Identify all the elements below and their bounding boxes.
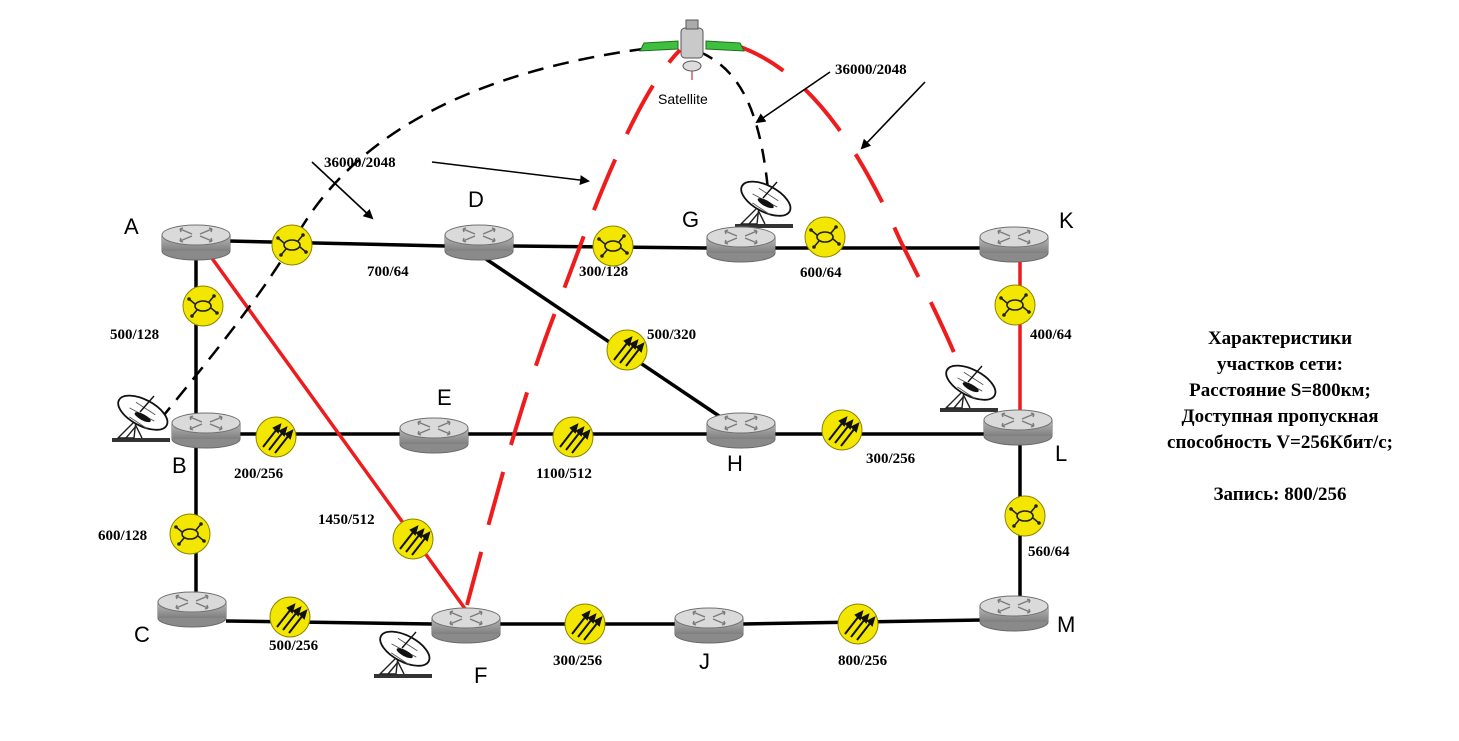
satellite-link-B	[159, 46, 651, 421]
link-label-F-J: 300/256	[553, 653, 603, 669]
satellite-icon	[639, 19, 745, 80]
satellite-link-label-right: 36000/2048	[835, 62, 907, 78]
router-L	[983, 409, 1053, 446]
link-labels: 700/64 300/128 600/64 500/128 400/64 500…	[98, 62, 1072, 669]
link-label-K-L: 400/64	[1030, 327, 1072, 343]
annotation-arrow-right-2	[860, 81, 926, 150]
panel-line	[1110, 456, 1450, 482]
router-B	[171, 412, 241, 449]
modem-icon	[804, 216, 846, 258]
annotation-arrows	[311, 71, 926, 220]
satellite-label: Satellite	[658, 91, 708, 107]
router-D	[444, 224, 514, 261]
router-E	[399, 417, 469, 454]
router-A	[161, 224, 231, 261]
link-A-D	[227, 239, 446, 248]
router-G	[706, 226, 776, 263]
arrows-icon	[392, 518, 434, 560]
node-label-A: A	[124, 214, 139, 239]
link-label-H-L: 300/256	[866, 451, 916, 467]
node-label-D: D	[468, 187, 484, 212]
link-label-A-B: 500/128	[110, 327, 159, 343]
link-label-A-F: 1450/512	[318, 512, 375, 528]
link-C-F	[225, 619, 433, 626]
panel-line: участков сети:	[1217, 354, 1343, 375]
network-links	[194, 239, 1022, 626]
link-label-C-F: 500/256	[269, 638, 319, 654]
router-H	[706, 412, 776, 449]
link-label-A-D: 700/64	[367, 264, 409, 280]
link-label-D-H: 500/320	[647, 327, 696, 343]
link-D-H	[482, 255, 726, 422]
satellite-link-F-red	[465, 48, 682, 606]
node-label-L: L	[1055, 441, 1067, 466]
highlighted-route	[204, 248, 1022, 612]
panel-line: Запись: 800/256	[1213, 484, 1347, 505]
annotation-arrow-left-1	[311, 161, 374, 220]
panel-line: Расстояние S=800км;	[1189, 380, 1371, 401]
arrows-icon	[552, 416, 594, 458]
router-J	[674, 607, 744, 644]
arrows-icon	[606, 329, 648, 371]
node-label-E: E	[437, 385, 452, 410]
link-label-J-M: 800/256	[838, 653, 888, 669]
modem-icon	[169, 513, 211, 555]
router-C	[157, 591, 227, 628]
node-label-G: G	[682, 207, 699, 232]
arrows-icon	[821, 409, 863, 451]
satellite-link-L-red	[734, 43, 967, 381]
link-label-G-K: 600/64	[800, 265, 842, 281]
modem-icon	[1004, 495, 1046, 537]
router-M	[979, 595, 1049, 632]
panel-line: Доступная пропускная	[1181, 406, 1379, 427]
annotation-arrow-left-2	[431, 161, 590, 185]
link-label-B-C: 600/128	[98, 528, 147, 544]
link-label-D-G: 300/128	[579, 264, 628, 280]
annotation-arrow-right-1	[755, 71, 831, 124]
dish-icon-G	[734, 173, 797, 229]
link-label-L-M: 560/64	[1028, 544, 1070, 560]
node-labels: A B C D E F G H J K L M	[124, 187, 1075, 688]
dish-icon-B	[111, 387, 174, 443]
node-label-M: M	[1057, 612, 1075, 637]
dish-icon-F	[373, 623, 436, 679]
router-F	[431, 607, 501, 644]
link-label-E-H: 1100/512	[536, 466, 592, 482]
modem-icon	[182, 285, 224, 327]
arrows-icon	[837, 603, 879, 645]
router-K	[979, 226, 1049, 263]
panel-line: способность V=256Кбит/с;	[1167, 432, 1393, 453]
arrows-icon	[255, 416, 297, 458]
panel-line: Характеристики	[1207, 328, 1353, 349]
link-label-B-E: 200/256	[234, 466, 284, 482]
modem-icon	[271, 224, 313, 266]
link-icons	[169, 216, 1046, 645]
satellite-link-label-left: 36000/2048	[324, 155, 396, 171]
node-label-J: J	[699, 649, 710, 674]
arrows-icon	[564, 603, 606, 645]
node-label-H: H	[727, 451, 743, 476]
node-label-B: B	[172, 453, 187, 478]
node-label-K: K	[1059, 208, 1074, 233]
node-label-F: F	[474, 663, 487, 688]
modem-icon	[592, 225, 634, 267]
modem-icon	[994, 284, 1036, 326]
dish-icon-L	[939, 357, 1002, 413]
node-label-C: C	[134, 622, 150, 647]
network-characteristics-panel: Характеристики участков сети: Расстояние…	[1110, 326, 1450, 508]
arrows-icon	[269, 596, 311, 638]
